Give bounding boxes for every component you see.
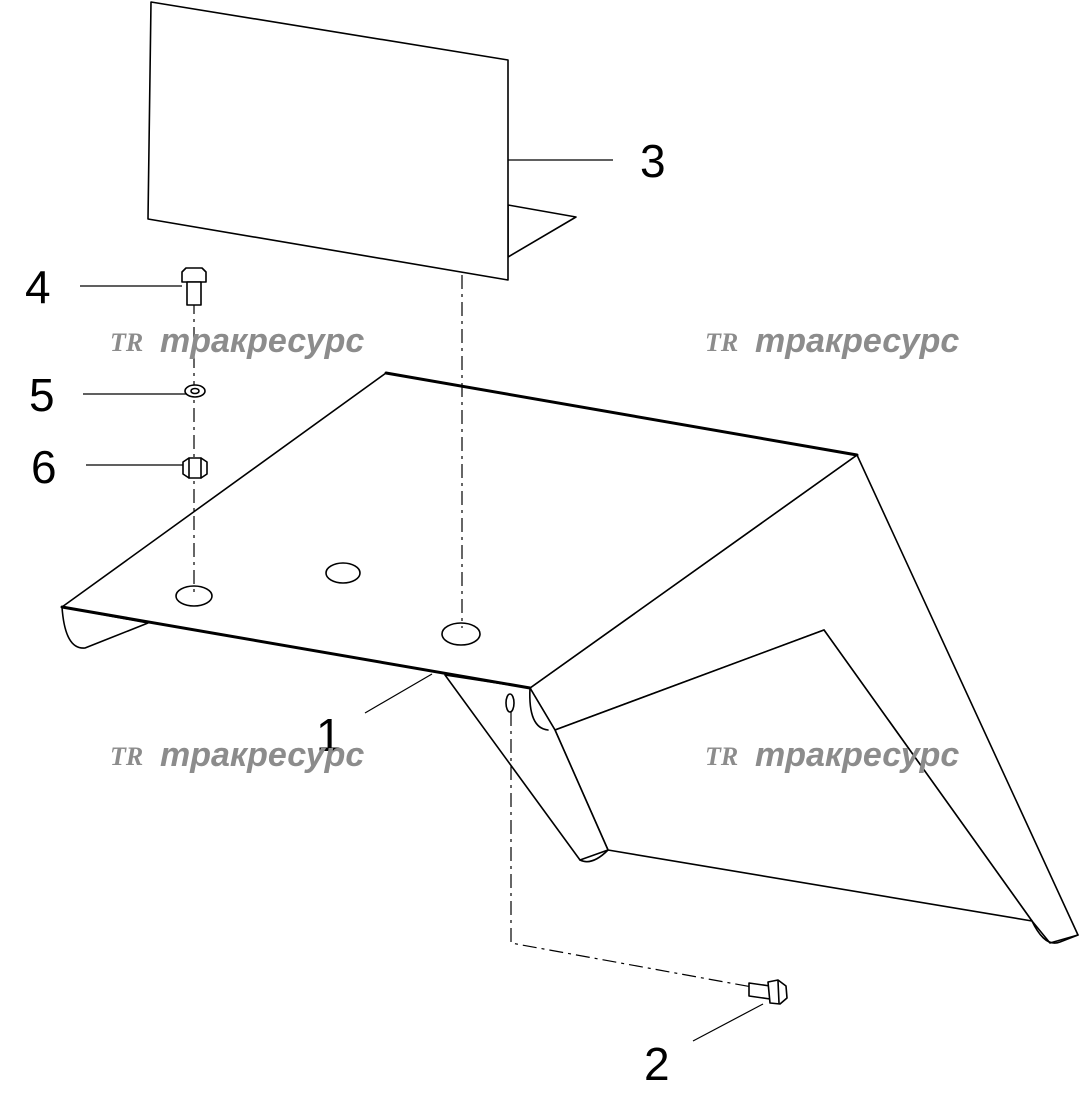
- nut-icon: [182, 457, 208, 479]
- watermark-bottom-right: TR тракресурс: [705, 736, 959, 774]
- callout-3: 3: [640, 135, 666, 187]
- plate-part-3: [147, 1, 577, 281]
- callout-5: 5: [29, 369, 55, 421]
- watermark-logo: TR: [705, 328, 738, 357]
- hole-right: [441, 622, 481, 646]
- watermark-top-right: TR тракресурс: [705, 322, 959, 360]
- callout-2: 2: [644, 1038, 670, 1090]
- bracket-part-1: [60, 371, 1079, 944]
- side-bolt-icon: [748, 979, 788, 1005]
- watermark-bottom-left: TR тракресурс: [110, 736, 364, 774]
- hole-left: [175, 585, 213, 607]
- leader-2: [692, 1003, 764, 1042]
- watermark-logo: TR: [705, 742, 738, 771]
- watermark-top-left: TR тракресурс: [110, 322, 364, 360]
- bolt-icon: [181, 267, 207, 306]
- callout-6: 6: [31, 441, 57, 493]
- hole-side: [505, 693, 515, 713]
- watermark-text: тракресурс: [160, 322, 364, 360]
- watermark-logo: TR: [110, 742, 143, 771]
- watermark-logo: TR: [110, 328, 143, 357]
- watermark-text: тракресурс: [755, 736, 959, 774]
- watermark-text: тракресурс: [160, 736, 364, 774]
- watermark-text: тракресурс: [755, 322, 959, 360]
- hole-middle: [325, 562, 361, 584]
- callout-4: 4: [25, 261, 51, 313]
- washer-icon: [184, 384, 206, 398]
- leader-1: [364, 673, 433, 714]
- callout-1: 1: [316, 709, 342, 761]
